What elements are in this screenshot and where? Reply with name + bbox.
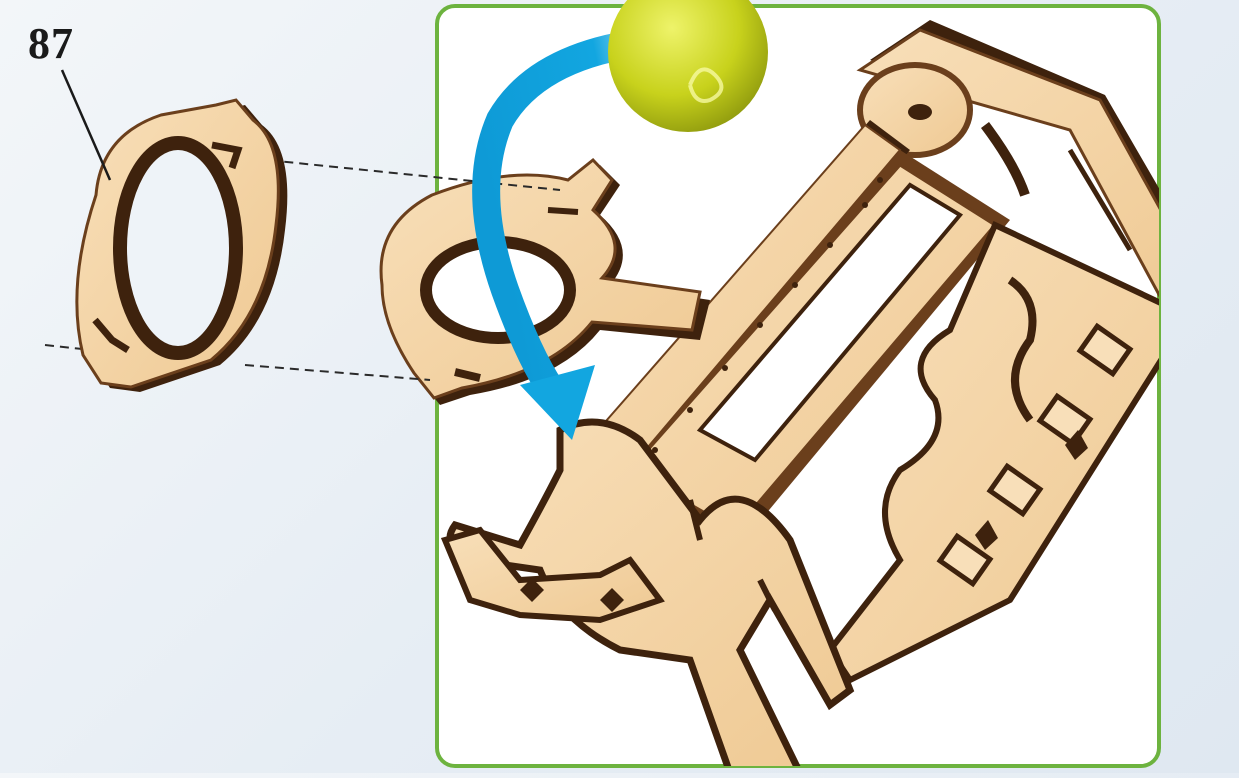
part-number-label: 87 <box>28 18 74 69</box>
callout-leader-line <box>62 70 110 180</box>
wooden-ring-part-icon <box>62 70 287 392</box>
